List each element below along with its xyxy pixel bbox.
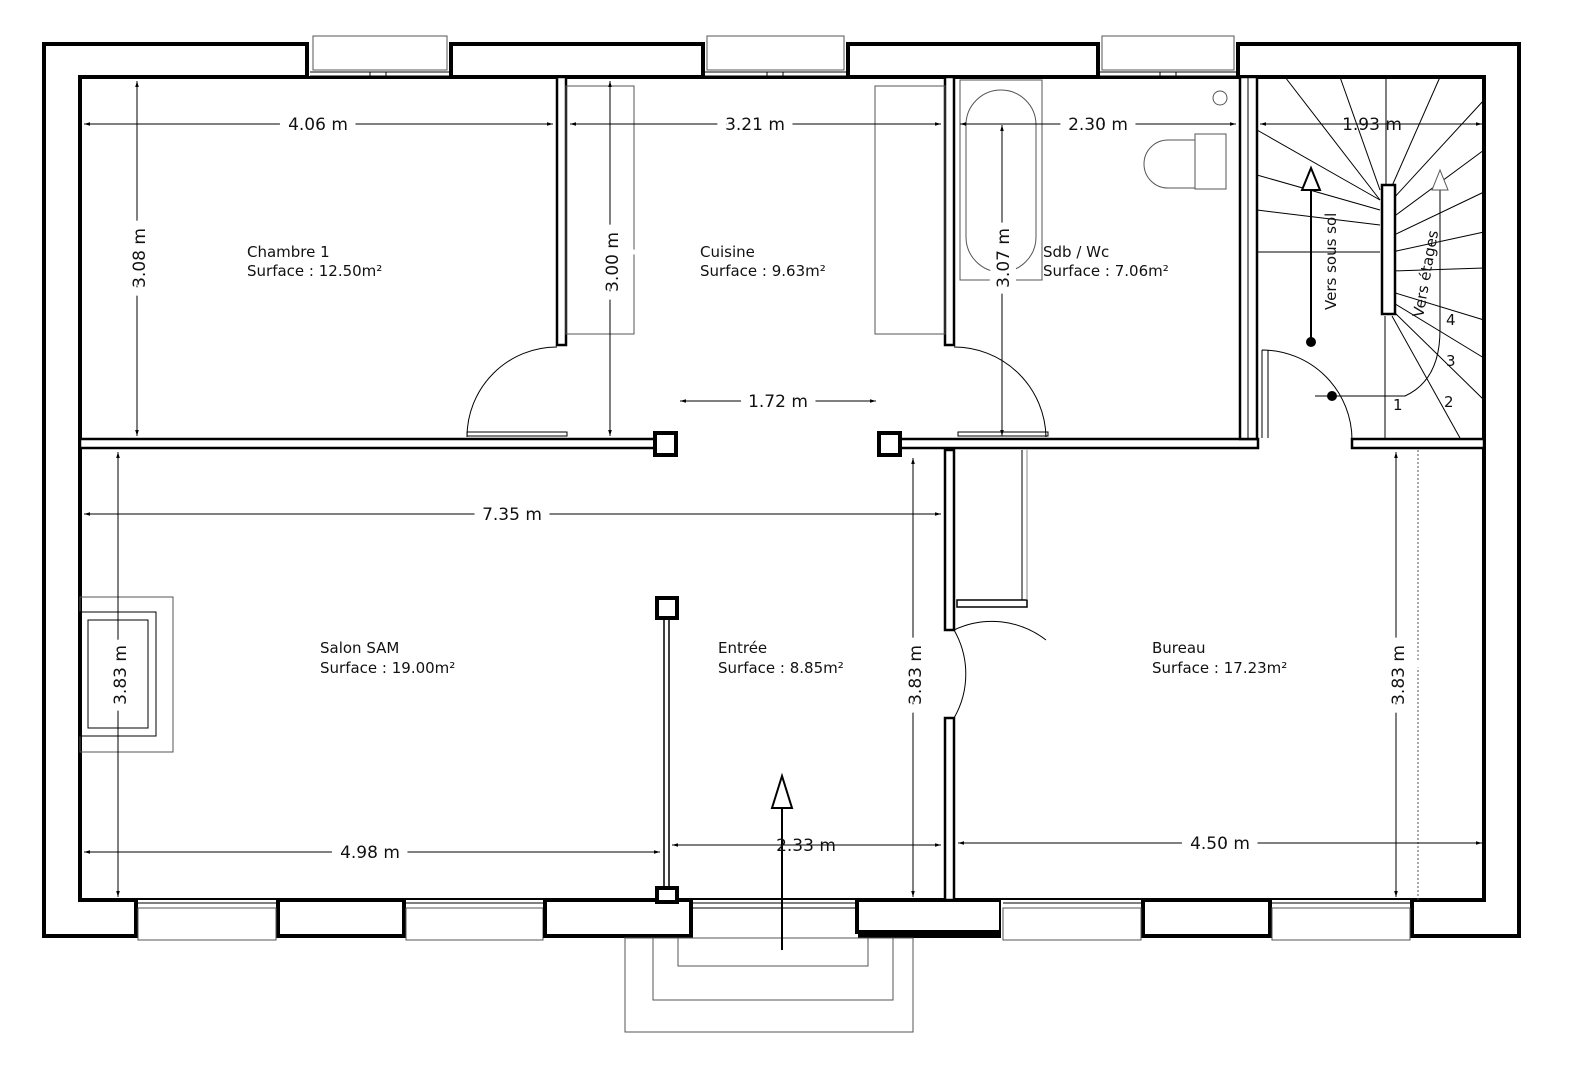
- room-name-bureau: Bureau: [1152, 639, 1206, 657]
- room-name-entree: Entrée: [718, 639, 767, 657]
- post: [877, 431, 902, 457]
- toilet-bowl: [1143, 139, 1195, 189]
- dim-entree-width: 2.33 m: [776, 836, 836, 856]
- step-number: 2: [1444, 393, 1454, 411]
- room-surface-salon: Surface : 19.00m²: [320, 659, 455, 677]
- window-salon-2: [402, 898, 547, 941]
- dimension-labels: 4.06 m 3.21 m 2.30 m 1.93 m 3.08 m 3.00 …: [104, 106, 1418, 872]
- dim-chambre-height: 3.08 m: [130, 228, 150, 288]
- room-surface-entree: Surface : 8.85m²: [718, 659, 844, 677]
- arrow-down-icon: [1300, 165, 1322, 347]
- window-sdb: [1096, 35, 1240, 79]
- dim-chambre-width: 4.06 m: [288, 115, 348, 135]
- drain: [1212, 90, 1228, 106]
- kitchen-counter-right: [874, 85, 946, 335]
- kitchen-counter-left: [565, 85, 635, 335]
- entrance-arrow-icon: [770, 772, 794, 950]
- window-bureau-2: [1268, 898, 1414, 941]
- post: [655, 596, 679, 620]
- window-salon-1: [134, 898, 280, 941]
- room-surface-cuisine: Surface : 9.63m²: [700, 262, 826, 280]
- dim-bureau-width: 4.50 m: [1190, 834, 1250, 854]
- window-bureau-1: [1001, 898, 1145, 941]
- stairs-up-label: Vers étages: [1409, 229, 1442, 319]
- stair-newel: [1380, 183, 1397, 316]
- step-number: 4: [1446, 311, 1456, 329]
- post: [653, 431, 678, 457]
- staircase: Vers sous sol Vers étages 1 2 3 4: [1256, 76, 1485, 439]
- room-surface-chambre: Surface : 12.50m²: [247, 262, 382, 280]
- room-name-cuisine: Cuisine: [700, 243, 755, 261]
- dim-sdb-width: 2.30 m: [1068, 115, 1128, 135]
- fixtures: [79, 79, 1419, 900]
- room-labels: Chambre 1 Surface : 12.50m² Cuisine Surf…: [247, 243, 1287, 677]
- stairs-down-label: Vers sous sol: [1322, 213, 1340, 310]
- windows: [134, 35, 1414, 941]
- dim-passage-width: 1.72 m: [748, 392, 808, 412]
- dim-entree-height: 3.83 m: [906, 645, 926, 705]
- room-name-salon: Salon SAM: [320, 639, 399, 657]
- doors: [466, 346, 1353, 719]
- dim-salon-total-width: 7.35 m: [482, 505, 542, 525]
- dimension-lines: [84, 81, 1482, 897]
- toilet-tank: [1194, 133, 1227, 190]
- dim-sdb-height: 3.07 m: [994, 228, 1014, 288]
- dim-cuisine-height: 3.00 m: [603, 232, 623, 292]
- dim-bureau-height: 3.83 m: [1389, 645, 1409, 705]
- step-number: 3: [1446, 352, 1456, 370]
- window-chambre: [305, 35, 453, 79]
- interior-walls: [78, 75, 1486, 904]
- room-name-chambre: Chambre 1: [247, 243, 330, 261]
- dim-stairs-width: 1.93 m: [1342, 115, 1402, 135]
- window-cuisine: [701, 35, 850, 79]
- room-surface-sdb: Surface : 7.06m²: [1043, 262, 1169, 280]
- post: [655, 886, 679, 904]
- entrance-steps: [624, 937, 914, 1033]
- step-number: 1: [1393, 396, 1403, 414]
- dim-cuisine-width: 3.21 m: [725, 115, 785, 135]
- room-surface-bureau: Surface : 17.23m²: [1152, 659, 1287, 677]
- room-name-sdb: Sdb / Wc: [1043, 243, 1109, 261]
- entrance-door: [543, 898, 1003, 940]
- arrow-up-icon: [1327, 168, 1449, 401]
- dim-salon-width: 4.98 m: [340, 843, 400, 863]
- dim-salon-height: 3.83 m: [111, 645, 131, 705]
